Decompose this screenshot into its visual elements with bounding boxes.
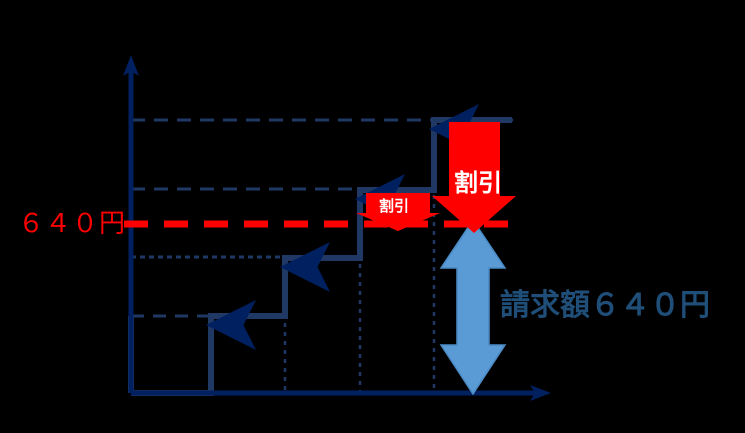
x-axis-arrowhead (530, 385, 551, 401)
discount-large-label: 割引 (454, 169, 502, 197)
step-increase-arrows (206, 104, 479, 383)
axes (123, 55, 551, 401)
billing-range-arrow (439, 218, 507, 396)
discount-arrow-large (432, 122, 516, 233)
threshold-price-label: ６４０円 (18, 209, 127, 239)
y-axis-arrowhead (123, 55, 139, 76)
billing-amount-label: 請求額６４０円 (500, 288, 710, 323)
discount-arrow-small (356, 193, 440, 231)
discount-small-label: 割引 (379, 197, 410, 215)
